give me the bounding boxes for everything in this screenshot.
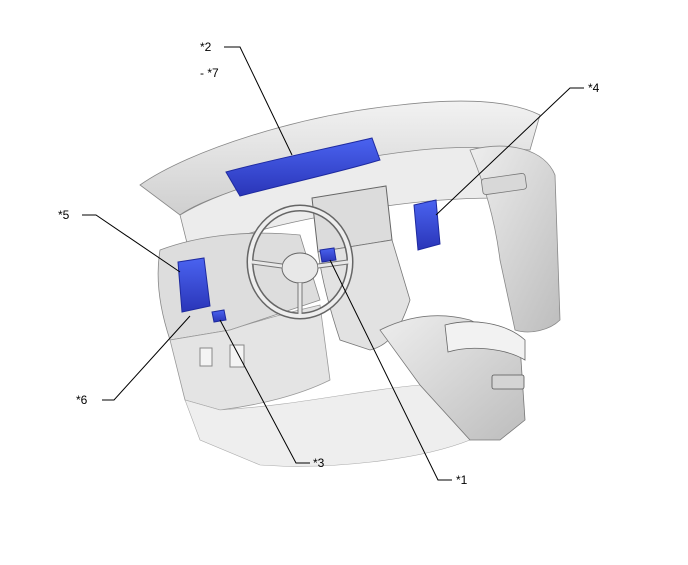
center-stack bbox=[317, 239, 411, 351]
rear-console-vent bbox=[491, 374, 525, 390]
steering-wheel bbox=[246, 204, 354, 320]
component-4-right-unit bbox=[413, 199, 441, 251]
component-3-lower-switch bbox=[211, 309, 227, 323]
highlighted-components bbox=[177, 137, 441, 323]
dashboard-illustration bbox=[139, 100, 561, 467]
callout-label-2: *2 bbox=[200, 40, 212, 54]
callout-label-1: *1 bbox=[456, 473, 468, 487]
pedal-right bbox=[199, 347, 213, 367]
leader-line-2 bbox=[224, 46, 293, 156]
knee-panel bbox=[169, 304, 331, 411]
right-air-vent bbox=[481, 173, 527, 195]
component-2-meter-assembly bbox=[225, 137, 381, 197]
callout-label-6: *6 bbox=[76, 393, 88, 407]
leader-line-3 bbox=[219, 319, 310, 464]
leader-line-6 bbox=[102, 315, 191, 401]
component-5-left-unit bbox=[177, 257, 211, 313]
leader-line-4 bbox=[435, 87, 584, 216]
leader-line-1 bbox=[329, 259, 452, 481]
component-1-column-switch bbox=[319, 247, 337, 263]
callout-labels: *2 - *7 *4 *5 *6 *3 *1 bbox=[58, 40, 600, 487]
callout-label-5: *5 bbox=[58, 208, 70, 222]
leader-line-5 bbox=[82, 214, 181, 273]
callout-label-7: - *7 bbox=[200, 66, 219, 80]
pedal-left bbox=[229, 344, 245, 368]
console-armrest bbox=[444, 321, 526, 361]
callout-label-3: *3 bbox=[313, 456, 325, 470]
leader-lines bbox=[82, 46, 584, 481]
callout-label-4: *4 bbox=[588, 81, 600, 95]
